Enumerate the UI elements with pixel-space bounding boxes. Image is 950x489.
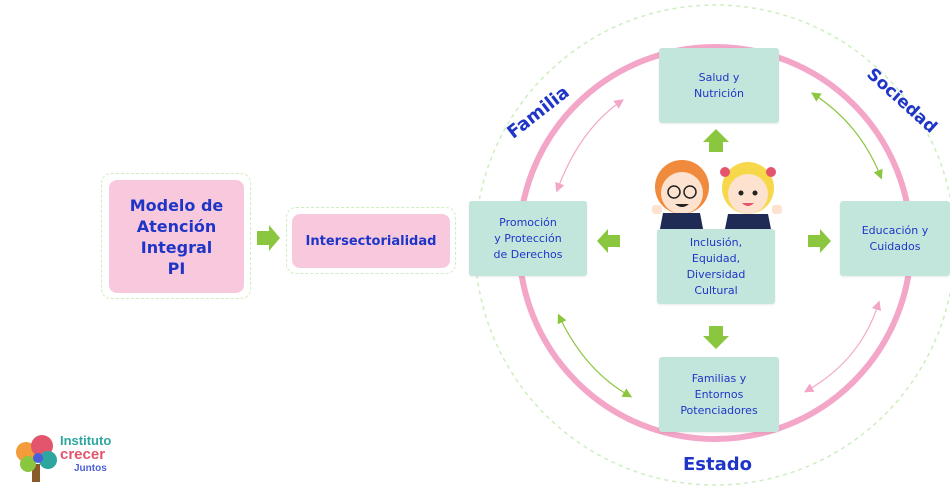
arrow-top-right bbox=[811, 92, 883, 180]
arrow-center-to-left bbox=[597, 229, 620, 253]
model-line-2: Atención bbox=[136, 216, 217, 236]
logo-tree-icon bbox=[16, 435, 57, 482]
intersectorialidad-frame bbox=[286, 207, 456, 274]
intersectorialidad-label: Intersectorialidad bbox=[305, 233, 437, 249]
intersectorialidad-box: Intersectorialidad bbox=[292, 214, 450, 268]
model-line-4: PI bbox=[167, 258, 186, 278]
model-box: Modelo de Atención Integral PI bbox=[109, 180, 244, 293]
model-box-frame bbox=[101, 173, 251, 299]
arrow-center-to-top bbox=[703, 129, 729, 152]
logo-text-juntos: Juntos bbox=[74, 463, 107, 474]
node-educacion-cuidados: Educación y Cuidados bbox=[840, 201, 950, 276]
model-line-1: Modelo de bbox=[129, 195, 224, 215]
model-line-3: Integral bbox=[140, 237, 213, 257]
arrow-bottom-left bbox=[557, 313, 633, 398]
node-promocion-derechos: Promoción y Protección de Derechos bbox=[469, 201, 587, 276]
arrow-model-to-intersectorialidad bbox=[257, 225, 280, 251]
logo: Instituto crecer Juntos bbox=[12, 432, 122, 487]
children-illustration bbox=[652, 160, 782, 234]
logo-text-instituto: Instituto bbox=[60, 433, 112, 448]
node-familias-entornos: Familias y Entornos Potenciadores bbox=[659, 357, 779, 432]
node-salud-nutricion: Salud y Nutrición bbox=[659, 48, 779, 123]
arrow-center-to-right bbox=[808, 229, 831, 253]
logo-text-crecer: crecer bbox=[60, 446, 106, 463]
node-inclusion-equidad: Inclusión, Equidad, Diversidad Cultural bbox=[657, 229, 775, 304]
arrow-bottom-right bbox=[803, 300, 882, 393]
arrow-top-left bbox=[555, 99, 624, 193]
ring-label-estado: Estado bbox=[683, 454, 753, 475]
arrow-center-to-bottom bbox=[703, 326, 729, 349]
